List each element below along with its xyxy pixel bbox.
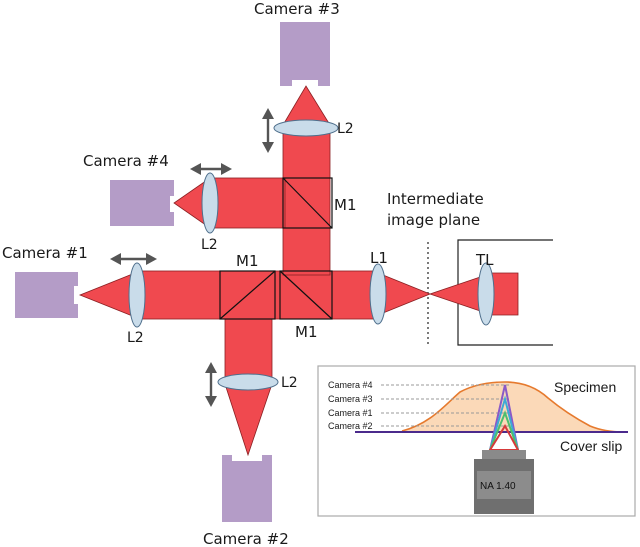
beam-splitter-upper [282, 177, 333, 229]
inset-panel: NA 1.40 Camera #4 Camera #3 Camera #1 Ca… [317, 365, 636, 517]
adjust-arrow-camera3 [262, 108, 274, 153]
camera1-body [15, 272, 78, 318]
l2-label-camera3: L2 [337, 121, 354, 137]
adjust-arrow-camera2 [205, 362, 217, 407]
objective-top [482, 450, 526, 459]
lens-l1 [369, 263, 387, 325]
intermediate-label-line2: image plane [387, 211, 480, 229]
l2-label-camera2: L2 [281, 375, 298, 391]
m1-label-bottom: M1 [295, 323, 318, 341]
beam-camera2-cone [224, 383, 273, 457]
inset-camera4-label: Camera #4 [328, 380, 373, 390]
lens-tl [477, 262, 495, 326]
beam-camera3-cone [282, 85, 331, 126]
camera1-label: Camera #1 [2, 244, 88, 262]
beam-vertical-down [224, 318, 273, 385]
beam-main-horizontal [139, 270, 381, 320]
lens-l2-camera3 [273, 119, 339, 137]
inset-camera1-label: Camera #1 [328, 408, 373, 418]
specimen-label: Specimen [554, 379, 616, 395]
inset-camera2-label: Camera #2 [328, 421, 373, 431]
camera2-label: Camera #2 [203, 530, 289, 547]
lens-l2-camera1 [128, 262, 146, 328]
m1-label-top-center: M1 [236, 252, 259, 270]
beam-splitter-left [219, 270, 276, 320]
camera2-body [222, 455, 272, 522]
adjust-arrow-camera4 [190, 163, 232, 175]
l1-label: L1 [370, 249, 388, 267]
beam-camera4-horizontal [209, 177, 286, 229]
camera4-body [110, 180, 174, 226]
inset-camera3-label: Camera #3 [328, 394, 373, 404]
lens-l2-camera4 [201, 172, 219, 234]
camera3-label: Camera #3 [254, 0, 340, 18]
l2-label-camera4: L2 [201, 237, 218, 253]
intermediate-label-line1: Intermediate [387, 190, 484, 208]
beam-tube-lens [428, 272, 519, 316]
lens-l2-camera2 [217, 373, 279, 391]
m1-label-upper: M1 [334, 196, 357, 214]
cover-slip-label: Cover slip [560, 438, 622, 454]
camera3-body [280, 22, 330, 86]
beam-splitter-right [279, 270, 333, 320]
adjust-arrow-camera1 [110, 253, 157, 265]
beam-vertical-up [282, 124, 331, 276]
objective-label: NA 1.40 [480, 481, 516, 492]
tl-label: TL [475, 251, 494, 269]
camera4-label: Camera #4 [83, 152, 169, 170]
objective-label-bg [477, 471, 531, 499]
l2-label-camera1: L2 [127, 330, 144, 346]
